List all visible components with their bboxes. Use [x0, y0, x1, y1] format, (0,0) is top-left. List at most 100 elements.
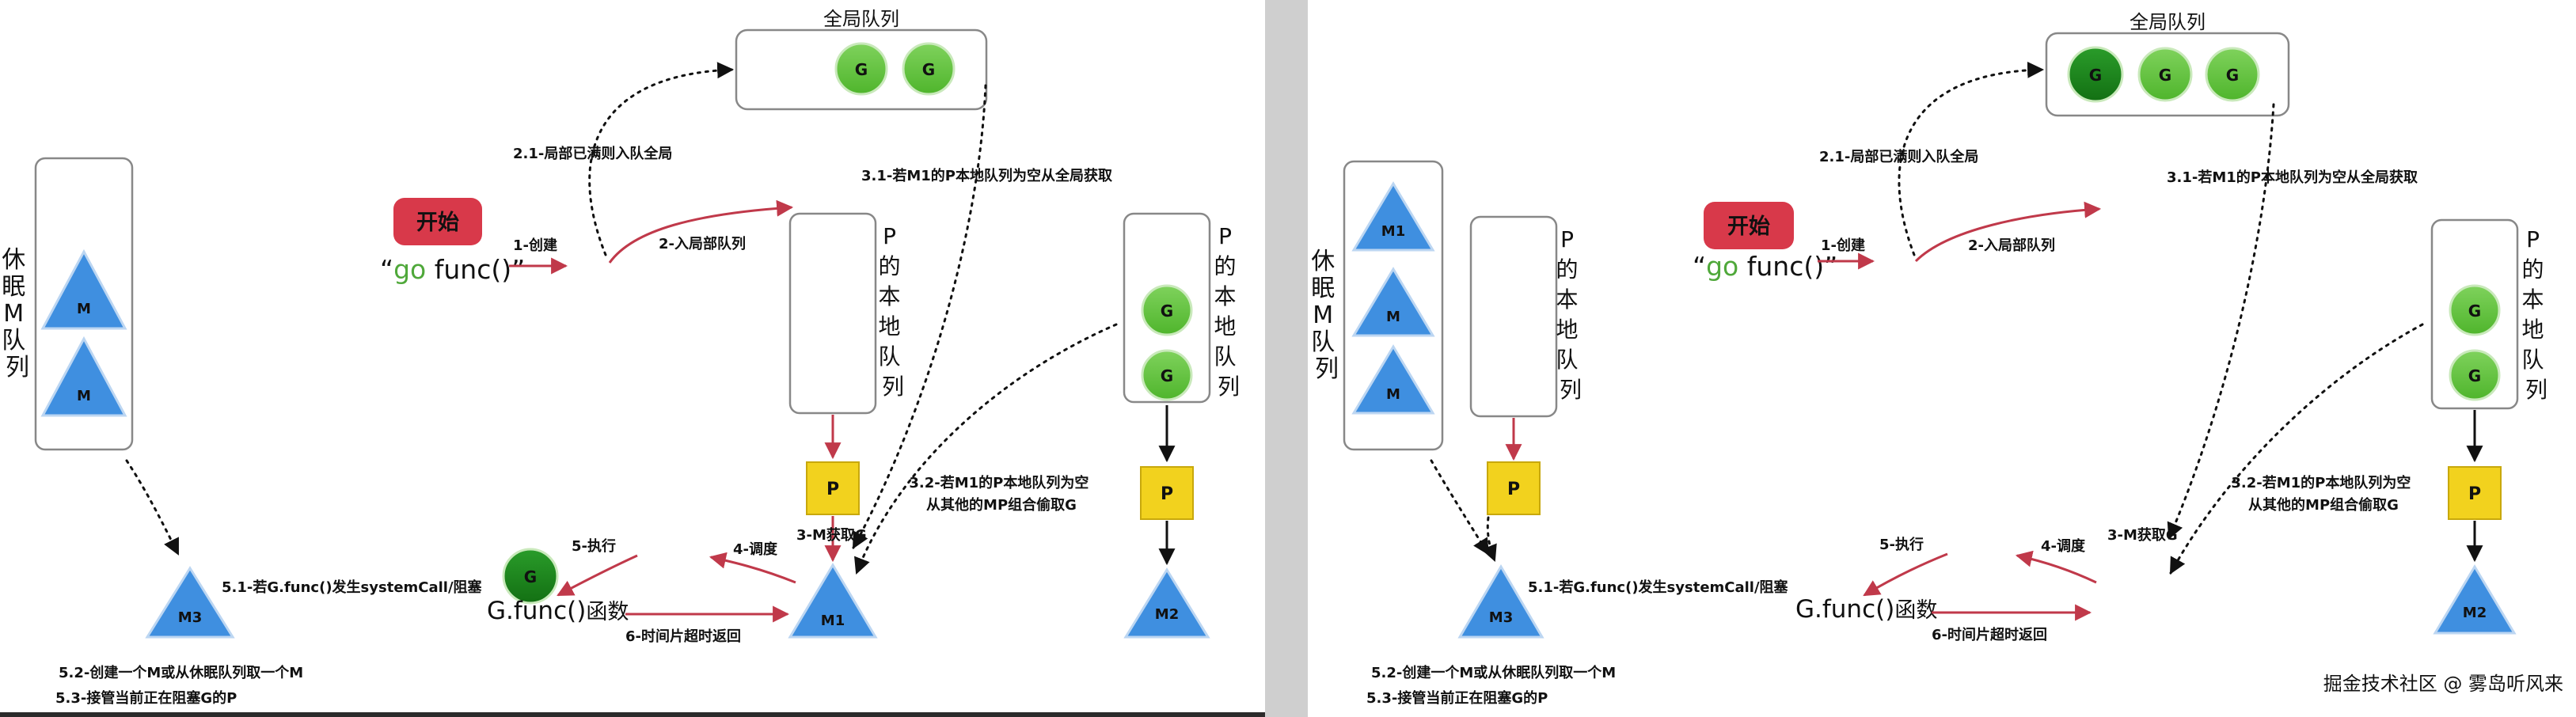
- step-3-1-label: 3.1-若M1的P本地队列为空从全局获取: [861, 167, 1113, 184]
- svg-text:M: M: [1386, 386, 1400, 403]
- step-5-1-label: 5.1-若G.func()发生systemCall/阻塞: [222, 579, 483, 596]
- p2-queue-item: G: [2449, 349, 2501, 401]
- p1-local-queue-label: P 的 本 地 队 列: [879, 223, 908, 400]
- start-badge-label: 开始: [416, 210, 459, 235]
- gfunc-label: G.func()函数: [1795, 595, 1937, 624]
- step-3-label: 3-M获取G: [796, 526, 867, 544]
- svg-text:M1: M1: [821, 613, 845, 629]
- m3-thread: M3: [1457, 564, 1544, 639]
- global-queue-item: G: [2067, 46, 2124, 103]
- svg-text:G: G: [2468, 302, 2481, 321]
- arrow-sleep-to-m3: [125, 459, 180, 556]
- running-goroutine: G: [502, 548, 559, 605]
- svg-text:G: G: [2468, 366, 2481, 385]
- step-6-label: 6-时间片超时返回: [1932, 626, 2047, 643]
- p2-queue-item: G: [1141, 284, 1193, 336]
- go-func-call: “go func()”: [1693, 251, 1837, 282]
- arrow-enqueue-local: [1914, 201, 2102, 263]
- step-3-1-label: 3.1-若M1的P本地队列为空从全局获取: [2167, 169, 2418, 186]
- sleep-m-item: M1: [1351, 181, 1435, 252]
- svg-text:M: M: [77, 301, 91, 317]
- svg-text:M: M: [77, 388, 91, 404]
- svg-text:M2: M2: [1155, 606, 1179, 623]
- arrow-schedule: [2015, 550, 2097, 584]
- global-queue-label: 全局队列: [823, 8, 899, 30]
- global-queue-item: G: [902, 42, 956, 96]
- step-3-2-label: 3.2-若M1的P本地队列为空 从其他的MP组合偷取G: [909, 474, 1093, 514]
- step-5-3-label: 5.3-接管当前正在阻塞G的P: [55, 689, 237, 707]
- p2-label: P: [2468, 484, 2481, 504]
- sleep-m-item: M: [40, 336, 127, 417]
- svg-text:M2: M2: [2463, 605, 2487, 621]
- watermark: 掘金技术社区 @ 雾岛听风来: [2323, 673, 2563, 695]
- p2-processor: [1140, 466, 1194, 520]
- gfunc-label: G.func()函数: [487, 597, 629, 625]
- p1-local-queue-box: [788, 212, 877, 415]
- arrow-execute: [557, 554, 638, 597]
- step-3-label: 3-M获取G: [2107, 526, 2178, 544]
- step-5-1-label: 5.1-若G.func()发生systemCall/阻塞: [1528, 579, 1789, 596]
- p2-queue-item: G: [2449, 284, 2501, 336]
- arrow-overflow-global: [588, 62, 735, 256]
- start-badge: [393, 198, 482, 245]
- global-queue-item: G: [834, 42, 888, 96]
- arrow-global-to-m1: [2167, 103, 2275, 540]
- sleep-m-item: M: [40, 248, 127, 330]
- svg-text:G: G: [855, 60, 868, 79]
- sleep-queue-label: 休 眠 M 队 列: [2, 246, 33, 381]
- sleep-m-item: M: [1351, 267, 1435, 337]
- arrow-sleep-to-m3: [1430, 459, 1490, 556]
- arrow-global-to-m1: [852, 84, 987, 549]
- p1-label: P: [826, 480, 839, 499]
- svg-text:G: G: [2089, 66, 2102, 85]
- step-2-label: 2-入局部队列: [1968, 237, 2055, 254]
- m1-thread: M1: [788, 563, 878, 639]
- m2-thread: M2: [1123, 567, 1210, 639]
- arrow-execute: [1863, 552, 1948, 597]
- panel-divider: [1265, 0, 1308, 717]
- step-2-1-label: 2.1-局部已满则入队全局: [1819, 148, 1978, 165]
- p1-local-queue-label: P 的 本 地 队 列: [1556, 226, 1586, 403]
- right-diagram: 全局队列 G G G 开始 “go func()” 1-创建 2-入局部队列 2…: [1311, 11, 2563, 707]
- step-5-2-label: 5.2-创建一个M或从休眠队列取一个M: [59, 664, 303, 681]
- p2-processor: [2448, 466, 2502, 520]
- p1-label: P: [1507, 480, 1520, 499]
- step-5-label: 5-执行: [572, 537, 616, 555]
- step-3-2-label: 3.2-若M1的P本地队列为空 从其他的MP组合偷取G: [2231, 474, 2415, 514]
- svg-text:G: G: [2159, 66, 2171, 85]
- svg-text:G: G: [524, 567, 537, 586]
- svg-text:M3: M3: [1489, 609, 1513, 626]
- left-diagram: 全局队列 G G 开始 “go func()” 1-创建 2-入局部队列 2.1…: [2, 8, 1244, 707]
- svg-text:G: G: [1161, 302, 1173, 321]
- arrow-steal: [2169, 323, 2424, 575]
- p1-processor: [806, 461, 860, 515]
- global-queue-item: G: [2137, 47, 2193, 102]
- step-5-2-label: 5.2-创建一个M或从休眠队列取一个M: [1371, 664, 1616, 681]
- arrow-steal: [854, 323, 1118, 575]
- svg-text:M: M: [1386, 309, 1400, 325]
- step-1-label: 1-创建: [513, 237, 557, 254]
- p2-local-queue-label: P 的 本 地 队 列: [2522, 226, 2551, 403]
- step-2-1-label: 2.1-局部已满则入队全局: [513, 145, 672, 162]
- p2-local-queue-label: P 的 本 地 队 列: [1214, 223, 1244, 400]
- arrow-p-to-m3: [1481, 516, 1497, 562]
- step-1-label: 1-创建: [1821, 237, 1865, 254]
- p2-queue-item: G: [1141, 349, 1193, 401]
- svg-text:M3: M3: [178, 609, 202, 626]
- start-badge-label: 开始: [1727, 214, 1770, 239]
- arrow-overflow-global: [1898, 61, 2045, 256]
- step-5-label: 5-执行: [1879, 536, 1924, 553]
- m2-thread: M2: [2433, 564, 2517, 635]
- sleep-m-item: M: [1351, 344, 1435, 415]
- p1-processor: [1487, 461, 1541, 515]
- step-4-label: 4-调度: [2041, 537, 2086, 555]
- svg-text:G: G: [1161, 366, 1173, 385]
- step-6-label: 6-时间片超时返回: [625, 628, 741, 645]
- go-func-call: “go func()”: [380, 254, 525, 285]
- left-panel-background: [0, 0, 1265, 712]
- step-2-label: 2-入局部队列: [659, 235, 746, 252]
- m3-thread: M3: [145, 566, 235, 639]
- start-badge: [1704, 202, 1794, 249]
- global-queue-label: 全局队列: [2130, 11, 2206, 33]
- arrow-schedule: [709, 552, 796, 584]
